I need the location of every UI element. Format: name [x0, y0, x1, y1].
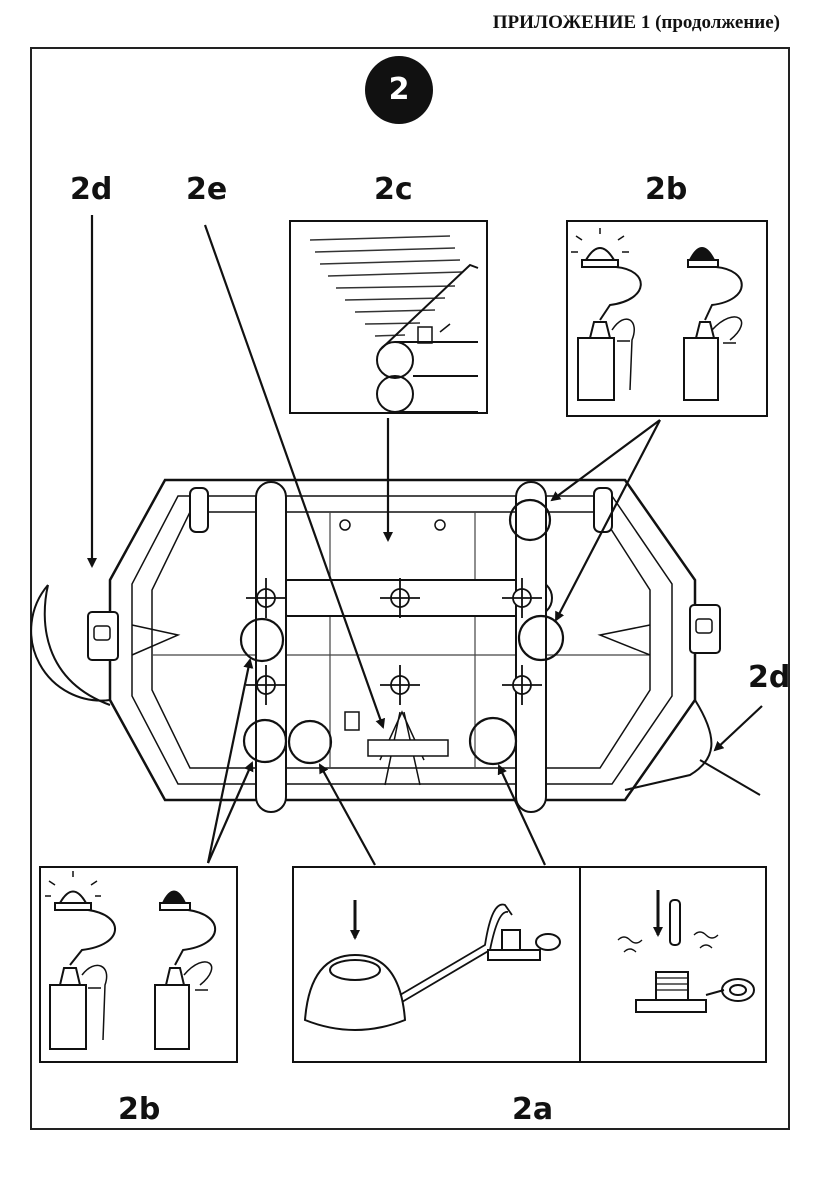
label-2c: 2c	[374, 172, 413, 207]
leader-lines	[87, 215, 763, 866]
label-2a: 2a	[512, 1092, 554, 1127]
label-2e: 2e	[186, 172, 228, 207]
inset-2b-bottom	[39, 866, 238, 1063]
label-2b-bottom: 2b	[118, 1092, 161, 1127]
figure-frame	[30, 47, 790, 1130]
label-2b-top: 2b	[645, 172, 688, 207]
figure-number-badge: 2	[365, 56, 433, 124]
inset-2a	[292, 866, 767, 1063]
inset-2c	[289, 220, 488, 414]
appendix-header: ПРИЛОЖЕНИЕ 1 (продолжение)	[492, 12, 780, 33]
label-2d-left: 2d	[70, 172, 113, 207]
inset-2b-top	[566, 220, 768, 417]
label-2d-right: 2d	[748, 660, 791, 695]
life-raft	[30, 478, 761, 813]
callout-circles	[239, 498, 565, 766]
